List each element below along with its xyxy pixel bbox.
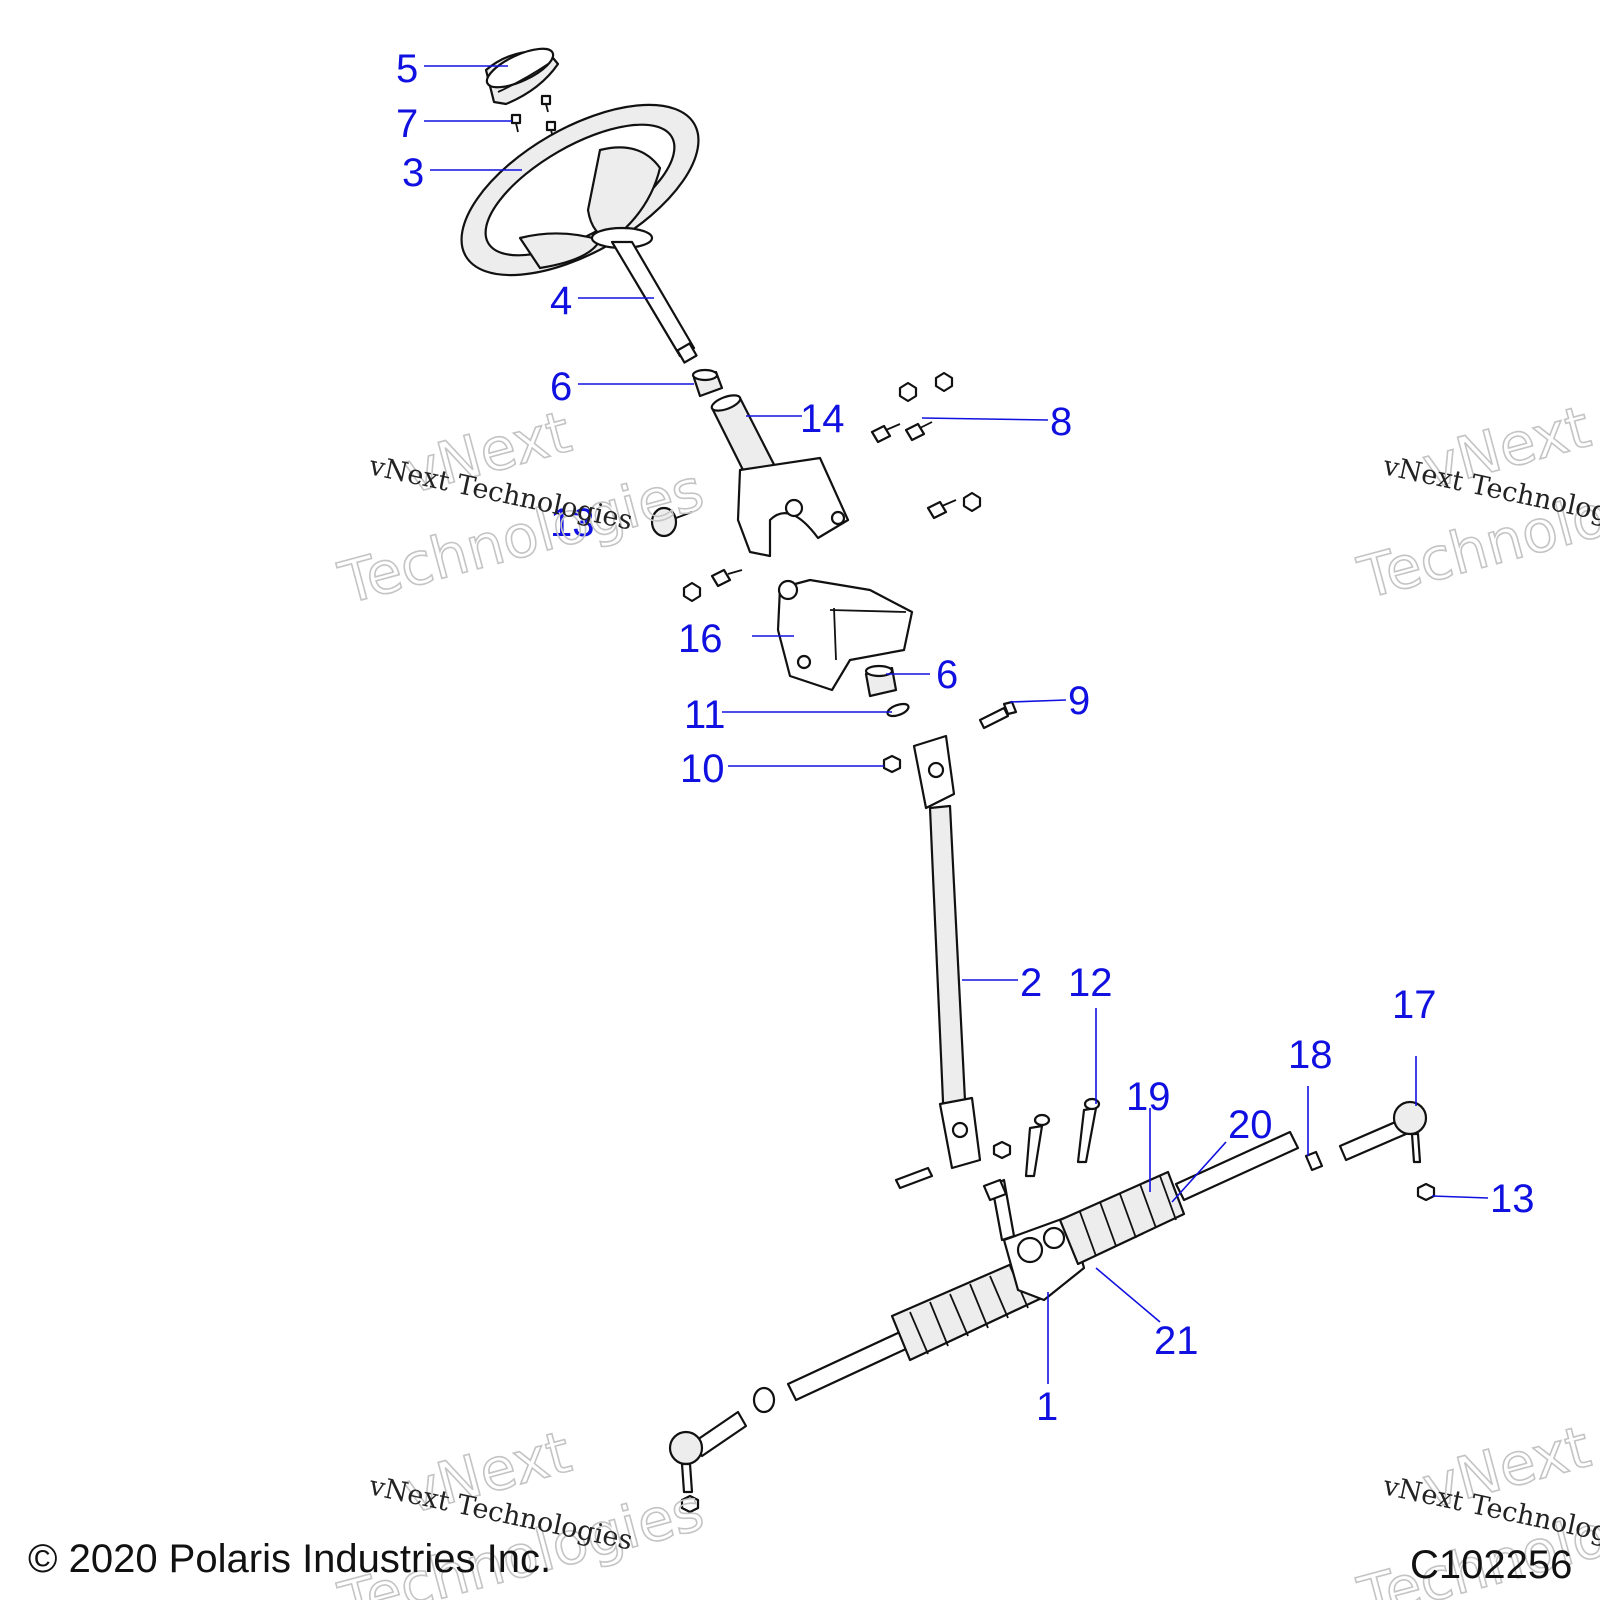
callout-5: 5: [396, 47, 418, 91]
part-bushing-upper: [691, 368, 724, 398]
part-adjust-knob: [650, 506, 693, 538]
part-bushing-lower: [864, 664, 898, 698]
callout-19: 19: [1126, 1075, 1171, 1119]
part-screws: [510, 94, 557, 139]
callout-4: 4: [550, 279, 572, 323]
part-horn-cap: [484, 47, 560, 106]
part-left-tie-rod: [668, 1386, 776, 1514]
callout-12: 12: [1068, 961, 1113, 1005]
part-rack-bolts: [1024, 1097, 1101, 1178]
callout-16: 16: [678, 617, 723, 661]
callouts: 5 7 3 4 6 14 8 13 16 6 9 11 10 2 12 17 1…: [396, 47, 1535, 1429]
part-steering-shaft: [590, 226, 698, 364]
part-bolts-nuts-upper: [870, 371, 982, 520]
callout-20: 20: [1228, 1103, 1273, 1147]
callout-21: 21: [1154, 1319, 1199, 1363]
callout-8: 8: [1050, 400, 1072, 444]
part-washer: [886, 702, 910, 718]
part-steering-wheel: [460, 103, 700, 277]
callout-14: 14: [800, 397, 845, 441]
callout-11: 11: [684, 693, 726, 737]
part-nut-10: [882, 754, 902, 774]
figure-id: C102256: [1410, 1543, 1572, 1587]
callout-6-lower: 6: [936, 653, 958, 697]
part-mounting-bracket: [682, 568, 914, 692]
part-steering-rack: [786, 1130, 1300, 1402]
leader-lines: [424, 65, 1489, 1384]
part-bolt-9: [978, 700, 1018, 730]
part-right-tie-rod: [1304, 1100, 1436, 1202]
callout-7: 7: [396, 102, 418, 146]
part-steering-column: [710, 394, 850, 558]
callout-6-upper: 6: [550, 365, 572, 409]
copyright-notice: © 2020 Polaris Industries Inc.: [28, 1537, 551, 1581]
callout-18: 18: [1288, 1033, 1333, 1077]
callout-13-lower: 13: [1490, 1177, 1535, 1221]
part-intermediate-shaft: [894, 734, 1012, 1190]
callout-9: 9: [1068, 679, 1090, 723]
callout-13-upper: 13: [550, 501, 595, 545]
callout-17: 17: [1392, 983, 1437, 1027]
callout-3: 3: [402, 151, 424, 195]
callout-2: 2: [1020, 961, 1042, 1005]
callout-1: 1: [1036, 1385, 1058, 1429]
callout-10: 10: [680, 747, 725, 791]
